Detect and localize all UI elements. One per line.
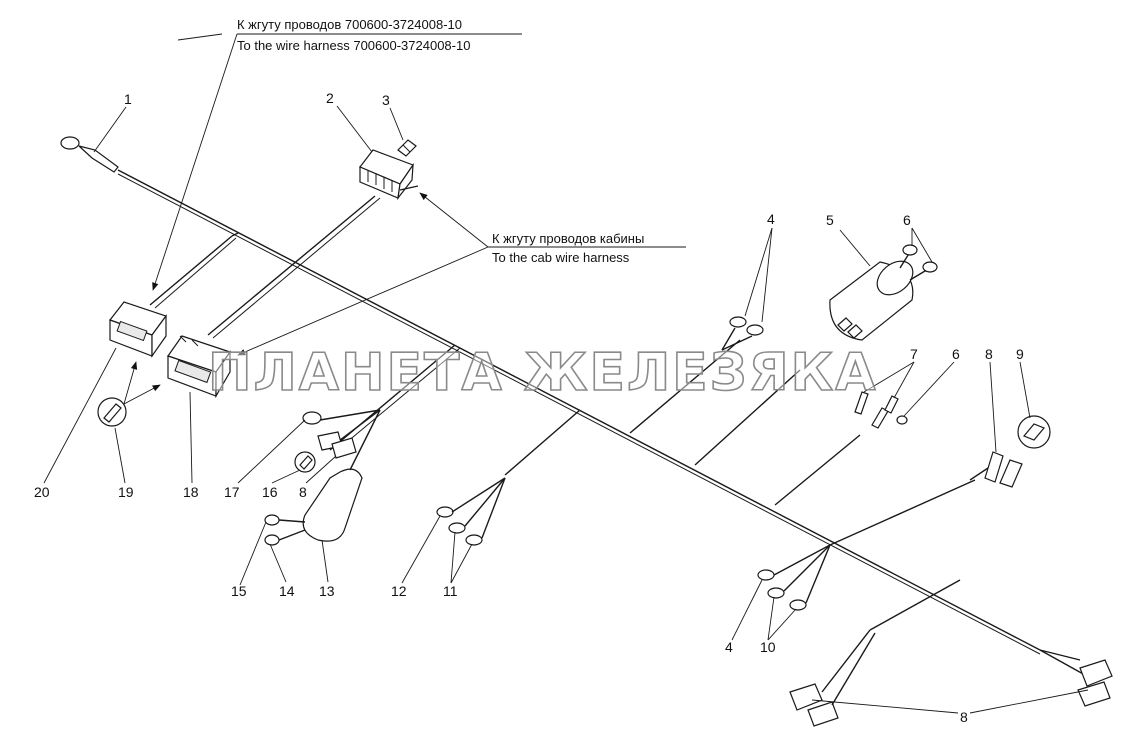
watermark: ПЛАНЕТА ЖЕЛЕЗЯКА — [208, 343, 877, 403]
callout-17: 17 — [224, 484, 240, 500]
ring-terminals-14-15 — [264, 514, 306, 546]
callout-12: 12 — [391, 583, 407, 599]
callout-8-right: 8 — [985, 346, 993, 362]
callout-18: 18 — [183, 484, 199, 500]
notes: К жгуту проводов 700600-3724008-10 To th… — [237, 17, 644, 265]
callout-8-left: 8 — [299, 484, 307, 500]
terminals-8-left — [317, 409, 381, 459]
connector-9 — [1017, 415, 1051, 449]
callout-numbers: 1 2 3 4 5 6 7 6 8 9 20 19 18 17 16 8 15 … — [34, 90, 1024, 725]
callout-9: 9 — [1016, 346, 1024, 362]
component-5 — [829, 244, 938, 341]
terminals-7 — [854, 391, 908, 429]
callout-13: 13 — [319, 583, 335, 599]
connector-20 — [109, 235, 237, 358]
note-top-ru: К жгуту проводов 700600-3724008-10 — [237, 17, 462, 32]
callout-1: 1 — [124, 91, 132, 107]
callout-15: 15 — [231, 583, 247, 599]
ring-terminal-17 — [302, 409, 381, 425]
branch-wires — [329, 339, 1001, 631]
callout-5: 5 — [826, 212, 834, 228]
terminal-3 — [397, 139, 417, 157]
callout-8-bottom: 8 — [960, 709, 968, 725]
callout-4-bottom: 4 — [725, 639, 733, 655]
callout-16: 16 — [262, 484, 278, 500]
callout-4-top: 4 — [767, 211, 775, 227]
ring-terminal-1 — [60, 136, 119, 173]
ring-terminals-11-12 — [436, 477, 506, 546]
terminal-19 — [97, 361, 161, 427]
callout-14: 14 — [279, 583, 295, 599]
connector-18 — [167, 335, 231, 399]
note-cab-ru: К жгуту проводов кабины — [492, 231, 644, 246]
callout-3: 3 — [382, 92, 390, 108]
terminals-8-bottom — [789, 629, 1113, 727]
note-top-en: To the wire harness 700600-3724008-10 — [237, 38, 470, 53]
branch-20-to-trunk — [231, 232, 239, 237]
callout-2: 2 — [326, 90, 334, 106]
terminals-8-right — [984, 451, 1023, 488]
callout-19: 19 — [118, 484, 134, 500]
note-leaders — [152, 33, 686, 356]
callout-20: 20 — [34, 484, 50, 500]
note-cab-en: To the cab wire harness — [492, 250, 630, 265]
callout-6-top: 6 — [903, 212, 911, 228]
elbow-13 — [302, 409, 381, 542]
terminal-16 — [294, 451, 316, 473]
callout-11: 11 — [443, 583, 458, 599]
callout-leaders — [43, 105, 1089, 714]
connector-2 — [207, 149, 419, 339]
callout-6-right: 6 — [952, 346, 960, 362]
ring-terminals-4-10-bottom — [757, 544, 831, 611]
callout-10: 10 — [760, 639, 776, 655]
ring-terminals-4-top — [721, 316, 764, 351]
callout-7: 7 — [910, 346, 918, 362]
